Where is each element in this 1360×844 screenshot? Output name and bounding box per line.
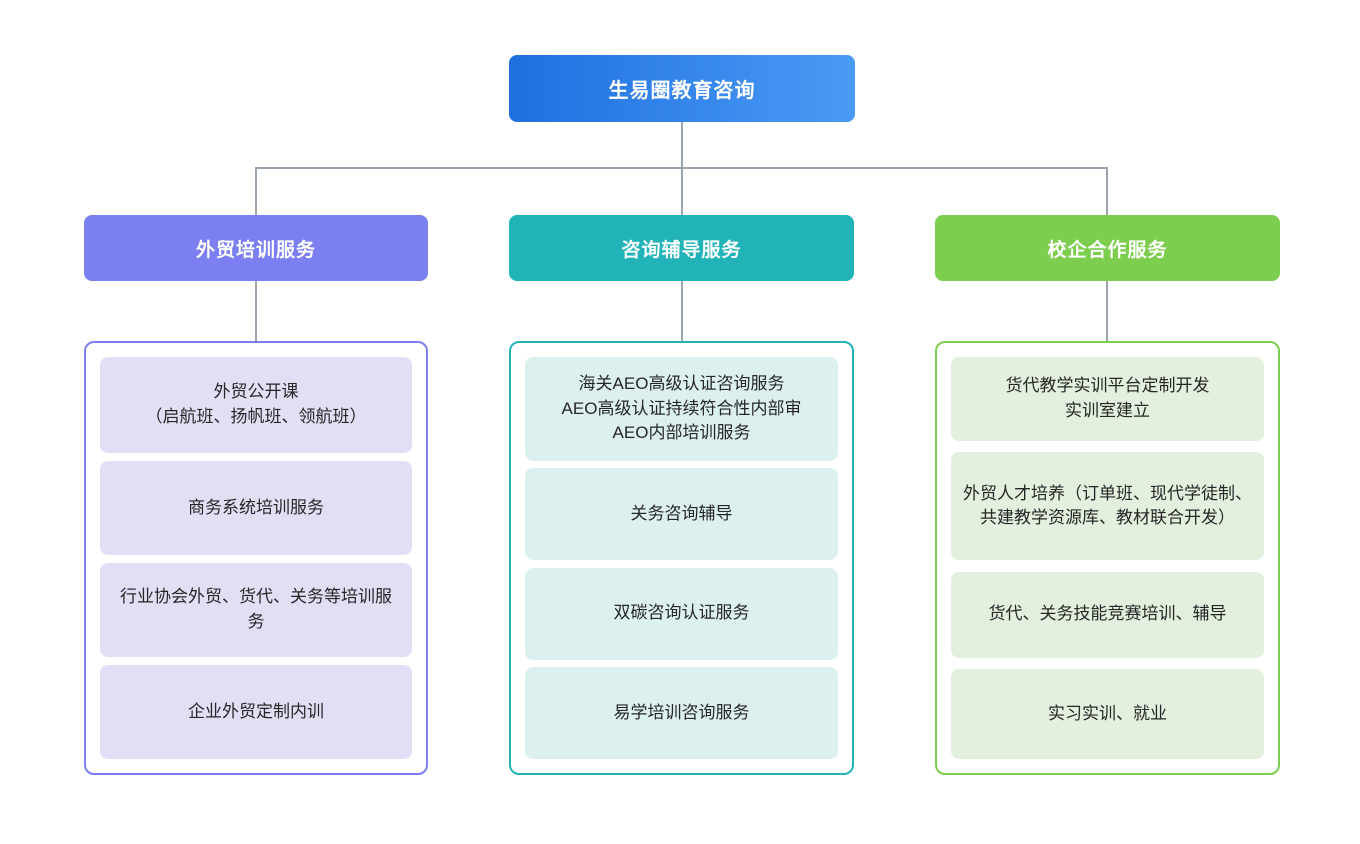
service-item[interactable]: 关务咨询辅导	[525, 468, 838, 561]
connector-root-stem	[681, 122, 683, 168]
category-header-2-label: 咨询辅导服务	[621, 239, 742, 261]
service-item[interactable]: 双碳咨询认证服务	[525, 567, 838, 660]
root-node-label: 生易圈教育咨询	[608, 80, 756, 102]
connector-header-to-box-2	[681, 281, 683, 341]
connector-branch-3	[1106, 167, 1108, 215]
connector-header-to-box-1	[255, 281, 257, 341]
service-item[interactable]: 外贸公开课 （启航班、扬帆班、领航班）	[100, 357, 412, 453]
category-header-1[interactable]: 外贸培训服务	[84, 215, 428, 281]
service-item[interactable]: 易学培训咨询服务	[525, 666, 838, 759]
category-box-3: 货代教学实训平台定制开发 实训室建立 外贸人才培养（订单班、现代学徒制、共建教学…	[935, 341, 1280, 775]
connector-branch-1	[255, 167, 257, 215]
connector-header-to-box-3	[1106, 281, 1108, 341]
service-item[interactable]: 货代教学实训平台定制开发 实训室建立	[951, 357, 1264, 441]
service-item[interactable]: 商务系统培训服务	[100, 461, 412, 555]
category-header-3-label: 校企合作服务	[1047, 239, 1168, 261]
category-header-1-label: 外贸培训服务	[195, 239, 316, 261]
service-item[interactable]: 外贸人才培养（订单班、现代学徒制、共建教学资源库、教材联合开发）	[951, 452, 1264, 561]
root-node[interactable]: 生易圈教育咨询	[509, 55, 855, 122]
category-header-3[interactable]: 校企合作服务	[935, 215, 1280, 281]
service-item[interactable]: 企业外贸定制内训	[100, 665, 412, 759]
category-box-2: 海关AEO高级认证咨询服务 AEO高级认证持续符合性内部审 AEO内部培训服务 …	[509, 341, 854, 775]
service-item[interactable]: 货代、关务技能竞赛培训、辅导	[951, 571, 1264, 658]
category-header-2[interactable]: 咨询辅导服务	[509, 215, 854, 281]
connector-branch-2	[681, 167, 683, 215]
category-box-1: 外贸公开课 （启航班、扬帆班、领航班） 商务系统培训服务 行业协会外贸、货代、关…	[84, 341, 428, 775]
service-item[interactable]: 行业协会外贸、货代、关务等培训服务	[100, 563, 412, 657]
service-item[interactable]: 海关AEO高级认证咨询服务 AEO高级认证持续符合性内部审 AEO内部培训服务	[525, 357, 838, 461]
service-item[interactable]: 实习实训、就业	[951, 668, 1264, 759]
